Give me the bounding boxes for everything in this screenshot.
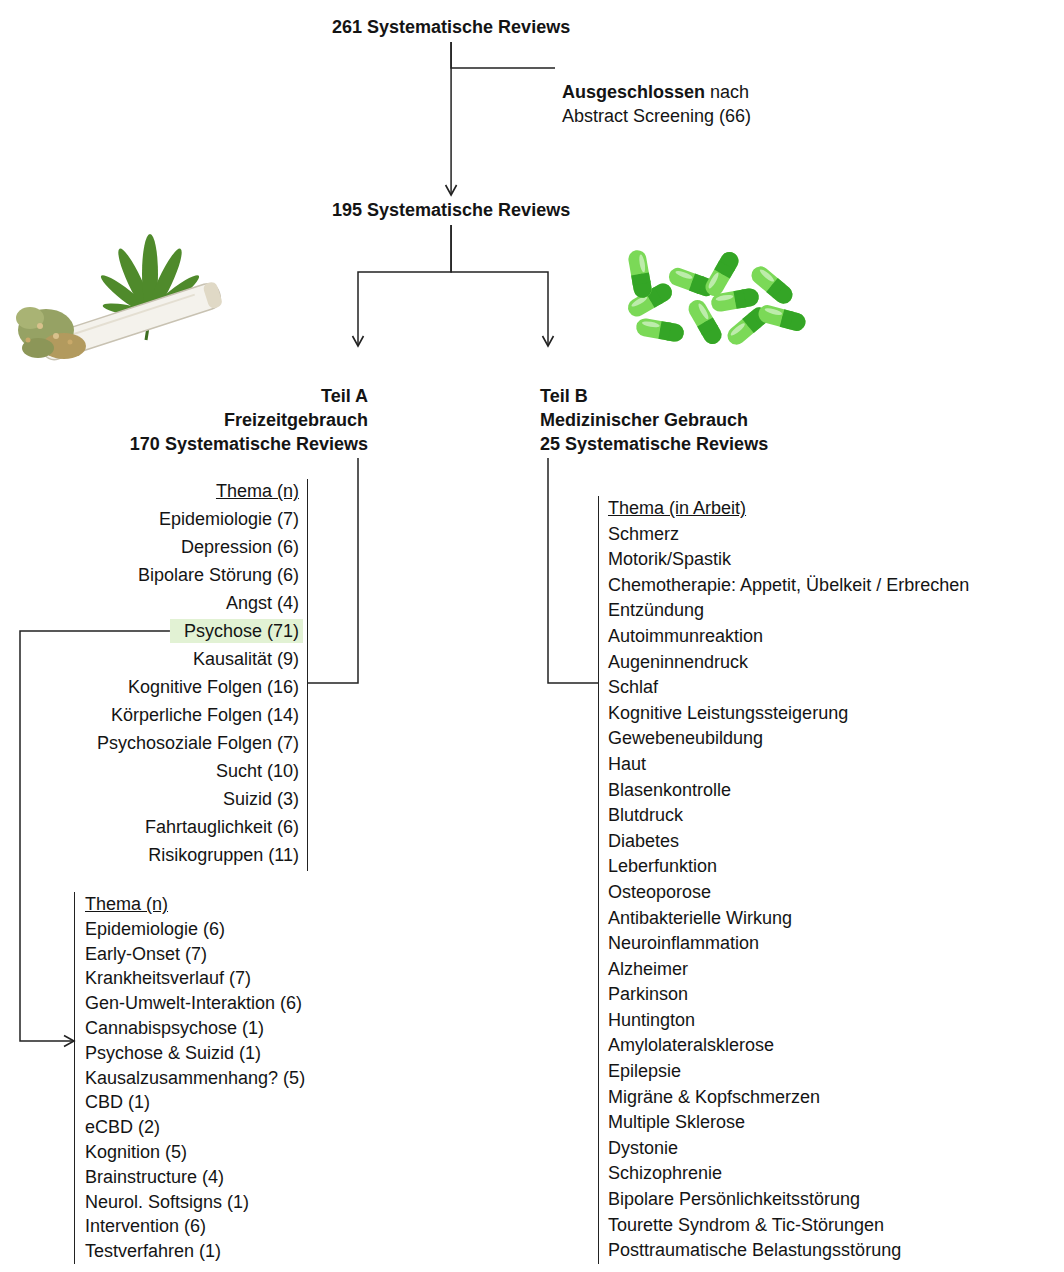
arrow-head [353,336,364,346]
list-item: Sucht (10) [97,759,299,787]
branch-heading: Teil BMedizinischer Gebrauch25 Systemati… [540,346,768,456]
list-item: Neurol. Softsigns (1) [85,1190,305,1215]
connector-line [451,42,555,68]
list-item: Autoimmunreaktion [608,624,969,650]
arrow-head [64,1036,74,1047]
list-item: Migräne & Kopfschmerzen [608,1085,969,1111]
count-heading: 261 Systematische Reviews [332,15,570,39]
list-item: Brainstructure (4) [85,1165,305,1190]
exclusion-keyword: Ausgeschlossen [562,82,705,102]
list-item: Osteoporose [608,880,969,906]
list-item: Amylolateralsklerose [608,1033,969,1059]
part-count: 25 Systematische Reviews [540,432,768,456]
list-item: Angst (4) [97,591,299,619]
list-item: Kausalzusammenhang? (5) [85,1066,305,1091]
topic-list: Thema (n)Epidemiologie (6)Early-Onset (7… [74,892,305,1264]
list-item: Huntington [608,1008,969,1034]
list-item: Kognitive Folgen (16) [97,675,299,703]
list-item: Psychose & Suizid (1) [85,1041,305,1066]
joint [38,281,223,363]
cannabis-illustration [16,234,223,363]
arrow-head [446,185,457,195]
list-item: Kognition (5) [85,1140,305,1165]
list-item: Suizid (3) [97,787,299,815]
connector [353,225,452,346]
list-item: Blasenkontrolle [608,778,969,804]
list-item: Epilepsie [608,1059,969,1085]
connector [308,458,358,683]
list-item: Risikogruppen (11) [97,843,299,871]
cannabis-bud [16,307,86,359]
list-item: Testverfahren (1) [85,1239,305,1264]
list-heading: Thema (n) [85,892,305,917]
list-item: Tourette Syndrom & Tic-Störungen [608,1213,969,1239]
list-item: Krankheitsverlauf (7) [85,966,305,991]
connector [446,42,457,195]
count-heading: 195 Systematische Reviews [332,198,570,222]
topic-label: Psychose (71) [184,619,299,643]
topic-list: Thema (in Arbeit)SchmerzMotorik/SpastikC… [598,496,969,1264]
part-title: Freizeitgebrauch [130,408,368,432]
arrow-head [543,336,554,346]
connector [451,42,555,68]
list-item: Posttraumatische Belastungsstörung [608,1238,969,1264]
list-item: Parkinson [608,982,969,1008]
list-item: Körperliche Folgen (14) [97,703,299,731]
connector-line [358,225,451,346]
list-item: Multiple Sklerose [608,1110,969,1136]
list-item: Diabetes [608,829,969,855]
cannabis-leaf [97,234,202,340]
list-item: Fahrtauglichkeit (6) [97,815,299,843]
list-item: Motorik/Spastik [608,547,969,573]
highlighted-topic: Psychose (71) [170,619,303,643]
connector [451,225,553,346]
part-label: Teil A [130,384,368,408]
list-heading: Thema (n) [97,479,299,507]
list-item: eCBD (2) [85,1115,305,1140]
list-item: Augeninnendruck [608,650,969,676]
topic-list: Thema (n)Epidemiologie (7)Depression (6)… [97,479,308,871]
list-item: Bipolare Persönlichkeitsstörung [608,1187,969,1213]
part-count: 170 Systematische Reviews [130,432,368,456]
list-item: Dystonie [608,1136,969,1162]
list-item: Schizophrenie [608,1161,969,1187]
list-item: Neuroinflammation [608,931,969,957]
list-heading: Thema (in Arbeit) [608,496,969,522]
connector-line [548,458,598,683]
part-label: Teil B [540,384,768,408]
list-item: Haut [608,752,969,778]
connector [548,458,598,683]
list-item: Cannabispsychose (1) [85,1016,305,1041]
list-item: Early-Onset (7) [85,942,305,967]
list-item: Schlaf [608,675,969,701]
list-item: Bipolare Störung (6) [97,563,299,591]
list-item: Gewebeneubildung [608,726,969,752]
connector-line [308,458,358,683]
connector-line [450,42,452,195]
list-item: Gen-Umwelt-Interaktion (6) [85,991,305,1016]
list-item: Intervention (6) [85,1214,305,1239]
list-item: Psychosoziale Folgen (7) [97,731,299,759]
branch-heading: Teil AFreizeitgebrauch170 Systematische … [130,346,368,456]
list-item: Leberfunktion [608,854,969,880]
exclusion-note: Ausgeschlossennach Abstract Screening (6… [555,58,770,128]
list-item: Epidemiologie (6) [85,917,305,942]
list-item: Kausalität (9) [97,647,299,675]
list-item: Blutdruck [608,803,969,829]
capsules-illustration [625,249,808,349]
list-item: Entzündung [608,598,969,624]
list-item: Kognitive Leistungssteigerung [608,701,969,727]
list-item: Antibakterielle Wirkung [608,906,969,932]
list-item: Schmerz [608,522,969,548]
list-item: Alzheimer [608,957,969,983]
list-item: Chemotherapie: Appetit, Übelkeit / Erbre… [608,573,969,599]
list-item: Epidemiologie (7) [97,507,299,535]
count-label: 195 Systematische Reviews [332,198,570,222]
connector-line [451,225,548,346]
count-label: 261 Systematische Reviews [332,15,570,39]
list-item: CBD (1) [85,1090,305,1115]
list-item: Depression (6) [97,535,299,563]
part-title: Medizinischer Gebrauch [540,408,768,432]
